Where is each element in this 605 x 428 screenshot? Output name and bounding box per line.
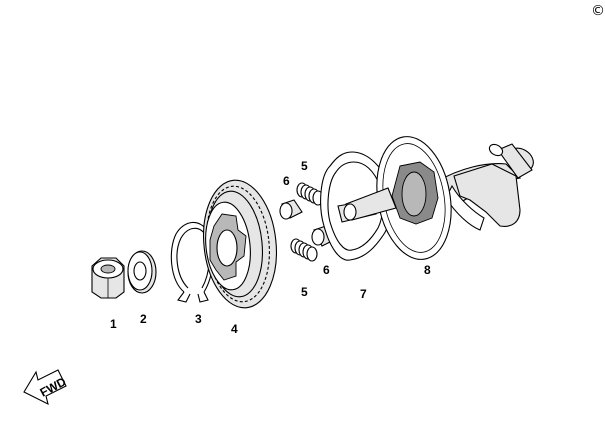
part-spring-upper <box>296 182 324 206</box>
callout-4: 4 <box>231 322 238 336</box>
callout-6-upper: 6 <box>283 174 290 188</box>
part-hex-nut <box>91 257 125 299</box>
part-plunger-upper <box>279 199 303 220</box>
callout-3: 3 <box>195 312 202 326</box>
part-drive-gear <box>203 179 277 309</box>
callout-7: 7 <box>360 287 367 301</box>
fwd-direction-arrow: FWD <box>23 369 69 406</box>
copyright-mark: © <box>591 3 605 19</box>
callout-5-upper: 5 <box>301 159 308 173</box>
callout-1: 1 <box>110 317 117 331</box>
callout-6-lower: 6 <box>323 263 330 277</box>
part-washer <box>127 250 157 294</box>
part-spring-lower <box>290 238 318 262</box>
callout-2: 2 <box>140 312 147 326</box>
callout-5-lower: 5 <box>301 285 308 299</box>
part-crankshaft-assembly <box>343 136 534 260</box>
callout-8: 8 <box>424 263 431 277</box>
